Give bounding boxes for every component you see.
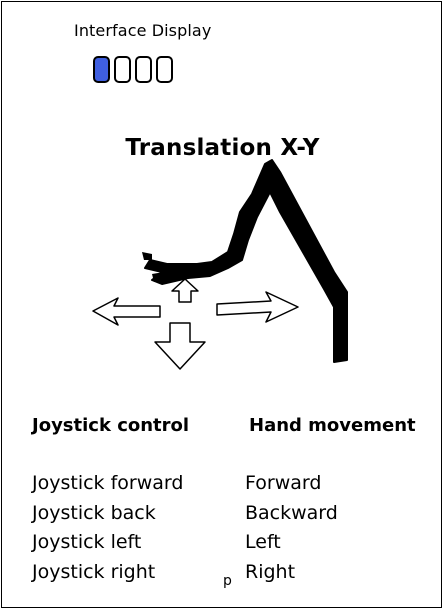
mode-indicator-3: [135, 56, 152, 83]
stray-mark: p: [223, 573, 232, 589]
movement-left: Left: [245, 531, 281, 553]
arrow-back-icon: [154, 322, 206, 370]
hand-movement-header: Hand movement: [249, 415, 416, 436]
interface-display-label: Interface Display: [74, 21, 212, 40]
robot-arm-icon: [142, 159, 348, 363]
arrow-forward-icon: [171, 278, 199, 303]
control-joystick-right: Joystick right: [32, 561, 156, 583]
movement-backward: Backward: [245, 502, 338, 524]
control-joystick-back: Joystick back: [32, 502, 156, 524]
mode-indicator-1: [93, 56, 110, 83]
arrow-right-icon: [216, 291, 299, 323]
mode-title: Translation X-Y: [125, 135, 320, 161]
joystick-control-header: Joystick control: [32, 415, 190, 436]
mode-indicators: [93, 56, 173, 83]
movement-right: Right: [245, 561, 296, 583]
movement-forward: Forward: [245, 472, 322, 494]
control-joystick-left: Joystick left: [32, 531, 142, 553]
mode-indicator-2: [114, 56, 131, 83]
arrow-left-icon: [92, 297, 161, 326]
control-joystick-forward: Joystick forward: [32, 472, 184, 494]
mode-indicator-4: [156, 56, 173, 83]
